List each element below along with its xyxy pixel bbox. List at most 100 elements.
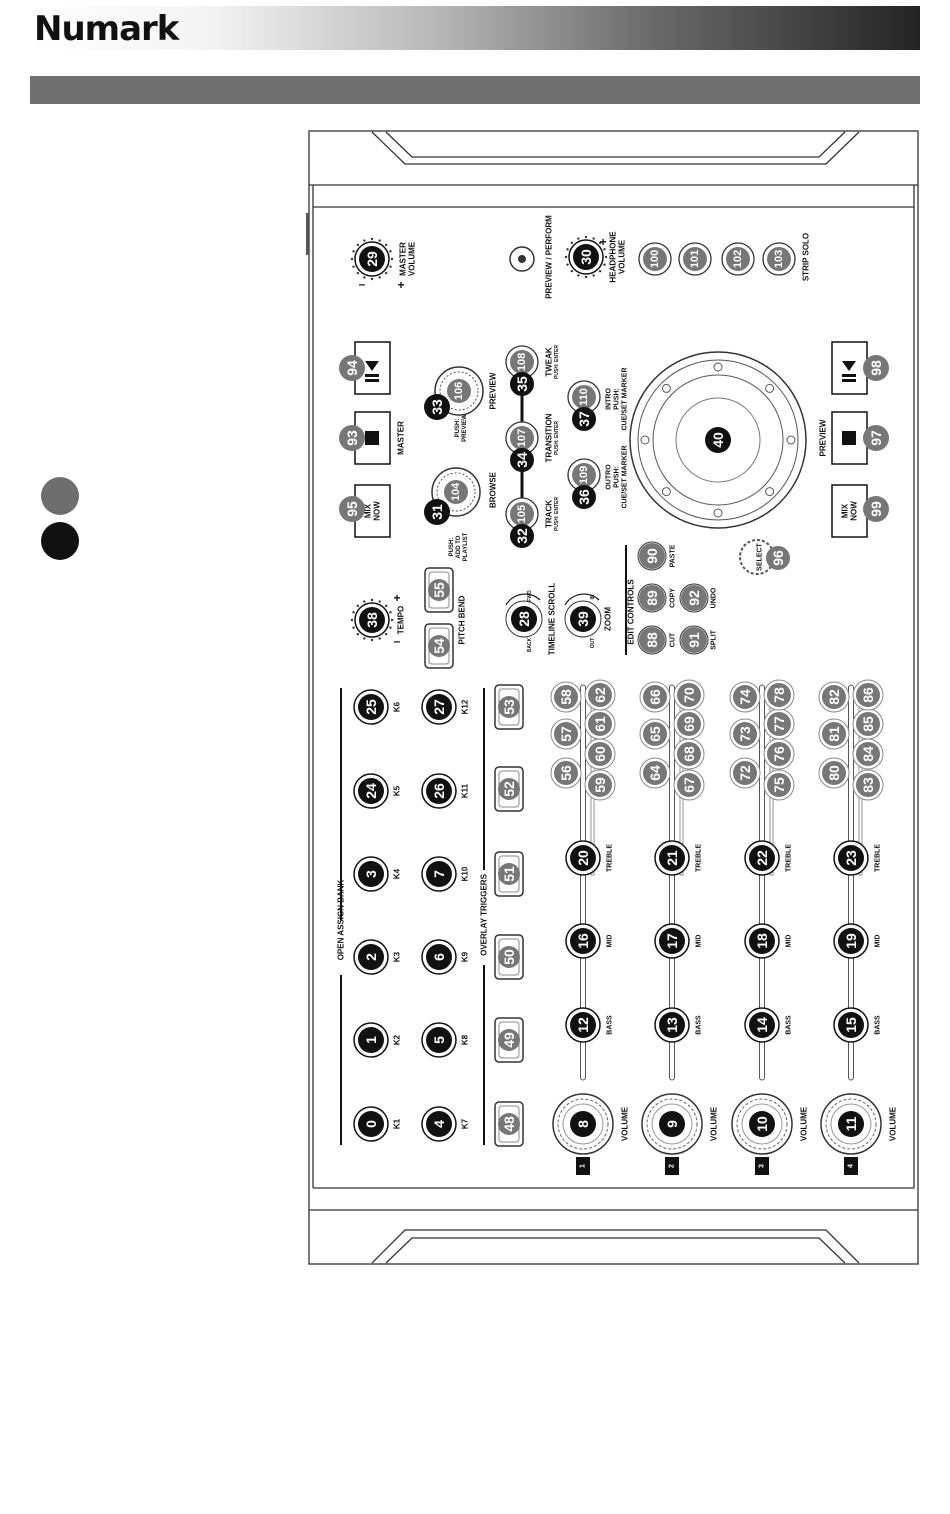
number-badge-34: 34 xyxy=(510,448,534,472)
badge-number: 108 xyxy=(516,353,528,371)
badge-number: 103 xyxy=(773,250,785,268)
tick-dot xyxy=(592,274,595,277)
badge-circle xyxy=(358,861,384,887)
badge-circle xyxy=(510,448,534,472)
number-badge-77: 77 xyxy=(767,712,791,736)
number-badge-61: 61 xyxy=(588,712,612,736)
badge-circle xyxy=(822,722,846,746)
encoder-label: TWEAK xyxy=(545,347,554,377)
number-badge-8: 8 xyxy=(570,1111,596,1137)
badge-circle xyxy=(726,247,750,271)
plus-label: + xyxy=(393,591,400,605)
number-badge-18: 18 xyxy=(749,928,775,954)
badge-number: 18 xyxy=(754,933,770,949)
edit-label: CUT xyxy=(670,632,677,647)
badge-circle xyxy=(424,499,450,525)
push-preview-label: PREVIEW xyxy=(462,414,468,442)
badge-circle xyxy=(659,1012,685,1038)
badge-number: 27 xyxy=(431,699,447,715)
badge-circle xyxy=(766,546,790,570)
tick-dot xyxy=(564,255,568,259)
badge-circle xyxy=(426,1111,452,1137)
badge-circle xyxy=(426,694,452,720)
eq-label: MID xyxy=(786,935,793,948)
eq-label: BASS xyxy=(875,1015,882,1035)
eq-slider-track xyxy=(848,684,854,1081)
number-badge-35: 35 xyxy=(510,372,534,396)
encoder-label: PUSH: xyxy=(614,466,621,488)
number-badge-105: 105 xyxy=(510,502,534,526)
headphone-volume-label: VOLUME xyxy=(618,239,627,274)
badge-circle xyxy=(856,742,880,766)
number-badge-66: 66 xyxy=(643,685,667,709)
stop-icon xyxy=(365,431,379,445)
edit-label: COPY xyxy=(670,588,677,608)
tick-dot xyxy=(566,248,569,251)
badge-circle xyxy=(510,502,534,526)
badge-circle xyxy=(572,407,596,431)
badge-circle xyxy=(447,379,471,403)
pause-icon xyxy=(842,374,856,377)
badge-circle xyxy=(863,425,889,451)
tick-dot xyxy=(370,638,374,642)
number-badge-72: 72 xyxy=(733,761,757,785)
tick-dot xyxy=(384,271,388,275)
number-badge-0: 0 xyxy=(358,1111,384,1137)
badge-number: 64 xyxy=(647,765,663,781)
number-badge-78: 78 xyxy=(767,683,791,707)
number-badge-94: 94 xyxy=(339,355,365,381)
number-badge-110: 110 xyxy=(572,385,596,409)
badge-number: 73 xyxy=(737,726,753,742)
badge-number: 59 xyxy=(592,777,608,793)
tick-dot xyxy=(389,626,392,629)
tick-dot xyxy=(577,274,580,277)
select-label: SELECT xyxy=(757,542,764,570)
number-badge-31: 31 xyxy=(424,499,450,525)
tick-dot xyxy=(352,265,355,268)
k-label: K9 xyxy=(461,951,470,962)
badge-number: 82 xyxy=(826,689,842,705)
k-label: K3 xyxy=(393,951,402,962)
channel-number-tab xyxy=(576,1157,590,1175)
number-badge-5: 5 xyxy=(426,1027,452,1053)
master-volume-label: MASTER xyxy=(399,242,408,276)
number-badge-57: 57 xyxy=(554,722,578,746)
number-badge-24: 24 xyxy=(358,778,384,804)
badge-number: 69 xyxy=(681,716,697,732)
scroll-arrow xyxy=(505,593,541,606)
badge-circle xyxy=(749,928,775,954)
badge-circle xyxy=(838,1111,864,1137)
number-badge-70: 70 xyxy=(677,683,701,707)
jog-marker xyxy=(786,435,796,445)
push-preview-label: PUSH: xyxy=(455,419,461,438)
edit-label: PASTE xyxy=(670,544,677,567)
badge-number: 91 xyxy=(686,632,702,648)
encoder-sub-label: PUSH: ENTER xyxy=(554,421,560,455)
badge-number: 15 xyxy=(843,1017,859,1033)
badge-circle xyxy=(428,635,450,657)
tick-dot xyxy=(598,241,602,245)
tick-dot xyxy=(390,257,394,261)
preview-perform-label: PREVIEW / PERFORM xyxy=(545,215,554,299)
number-badge-39: 39 xyxy=(570,606,596,632)
number-badge-11: 11 xyxy=(838,1111,864,1137)
eq-slider-track xyxy=(580,684,586,1081)
badge-number: 77 xyxy=(771,716,787,732)
eq-label: MID xyxy=(696,935,703,948)
encoder-label: TRANSITION xyxy=(545,413,554,462)
badge-number: 105 xyxy=(516,505,528,523)
badge-circle xyxy=(677,712,701,736)
badge-number: 89 xyxy=(644,590,660,606)
k-label: K12 xyxy=(461,699,470,714)
badge-circle xyxy=(510,350,534,374)
badge-circle xyxy=(339,355,365,381)
push-add-playlist-label: ADD TO xyxy=(456,535,462,558)
number-badge-19: 19 xyxy=(838,928,864,954)
badge-number: 12 xyxy=(575,1017,591,1033)
master-label: MASTER xyxy=(397,421,406,455)
encoder-label: INTRO xyxy=(606,388,613,410)
badge-circle xyxy=(683,247,707,271)
badge-circle xyxy=(838,845,864,871)
timeline-scroll-label: TIMELINE SCROLL xyxy=(548,583,557,656)
badge-circle xyxy=(767,712,791,736)
